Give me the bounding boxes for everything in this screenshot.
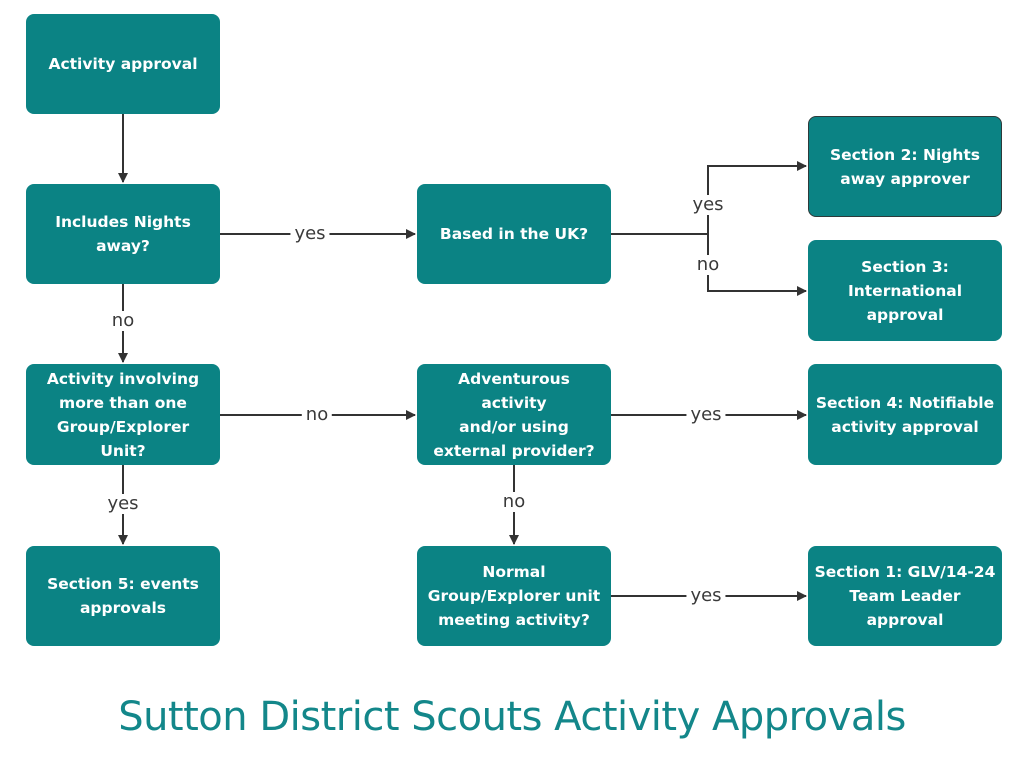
node-based-in-uk: Based in the UK? <box>417 184 611 284</box>
node-section3-international-approval: Section 3: International approval <box>808 240 1002 341</box>
node-multi-group-activity: Activity involving more than one Group/E… <box>26 364 220 465</box>
edge-uk-to-section3 <box>707 234 807 296</box>
edge-label-adventurous-no: no <box>498 492 530 512</box>
node-activity-approval: Activity approval <box>26 14 220 114</box>
node-normal-meeting-activity: Normal Group/Explorer unit meeting activ… <box>417 546 611 646</box>
edge-label-adventurous-yes: yes <box>686 405 726 425</box>
edge-label-nights-yes: yes <box>290 224 330 244</box>
node-section2-nights-away-approver: Section 2: Nights away approver <box>808 116 1002 217</box>
node-includes-nights-away: Includes Nights away? <box>26 184 220 284</box>
edge-label-uk-no: no <box>692 255 724 275</box>
edge-label-uk-yes: yes <box>688 195 728 215</box>
node-adventurous-activity: Adventurous activity and/or using extern… <box>417 364 611 465</box>
diagram-title: Sutton District Scouts Activity Approval… <box>118 694 906 740</box>
edge-label-normal-yes: yes <box>686 586 726 606</box>
node-section1-team-leader-approval: Section 1: GLV/14-24 Team Leader approva… <box>808 546 1002 646</box>
edge-label-multi-yes: yes <box>103 494 143 514</box>
edge-label-nights-no: no <box>107 311 139 331</box>
edge-label-multi-no: no <box>301 405 333 425</box>
node-section5-events-approvals: Section 5: events approvals <box>26 546 220 646</box>
node-section4-notifiable-approval: Section 4: Notifiable activity approval <box>808 364 1002 465</box>
